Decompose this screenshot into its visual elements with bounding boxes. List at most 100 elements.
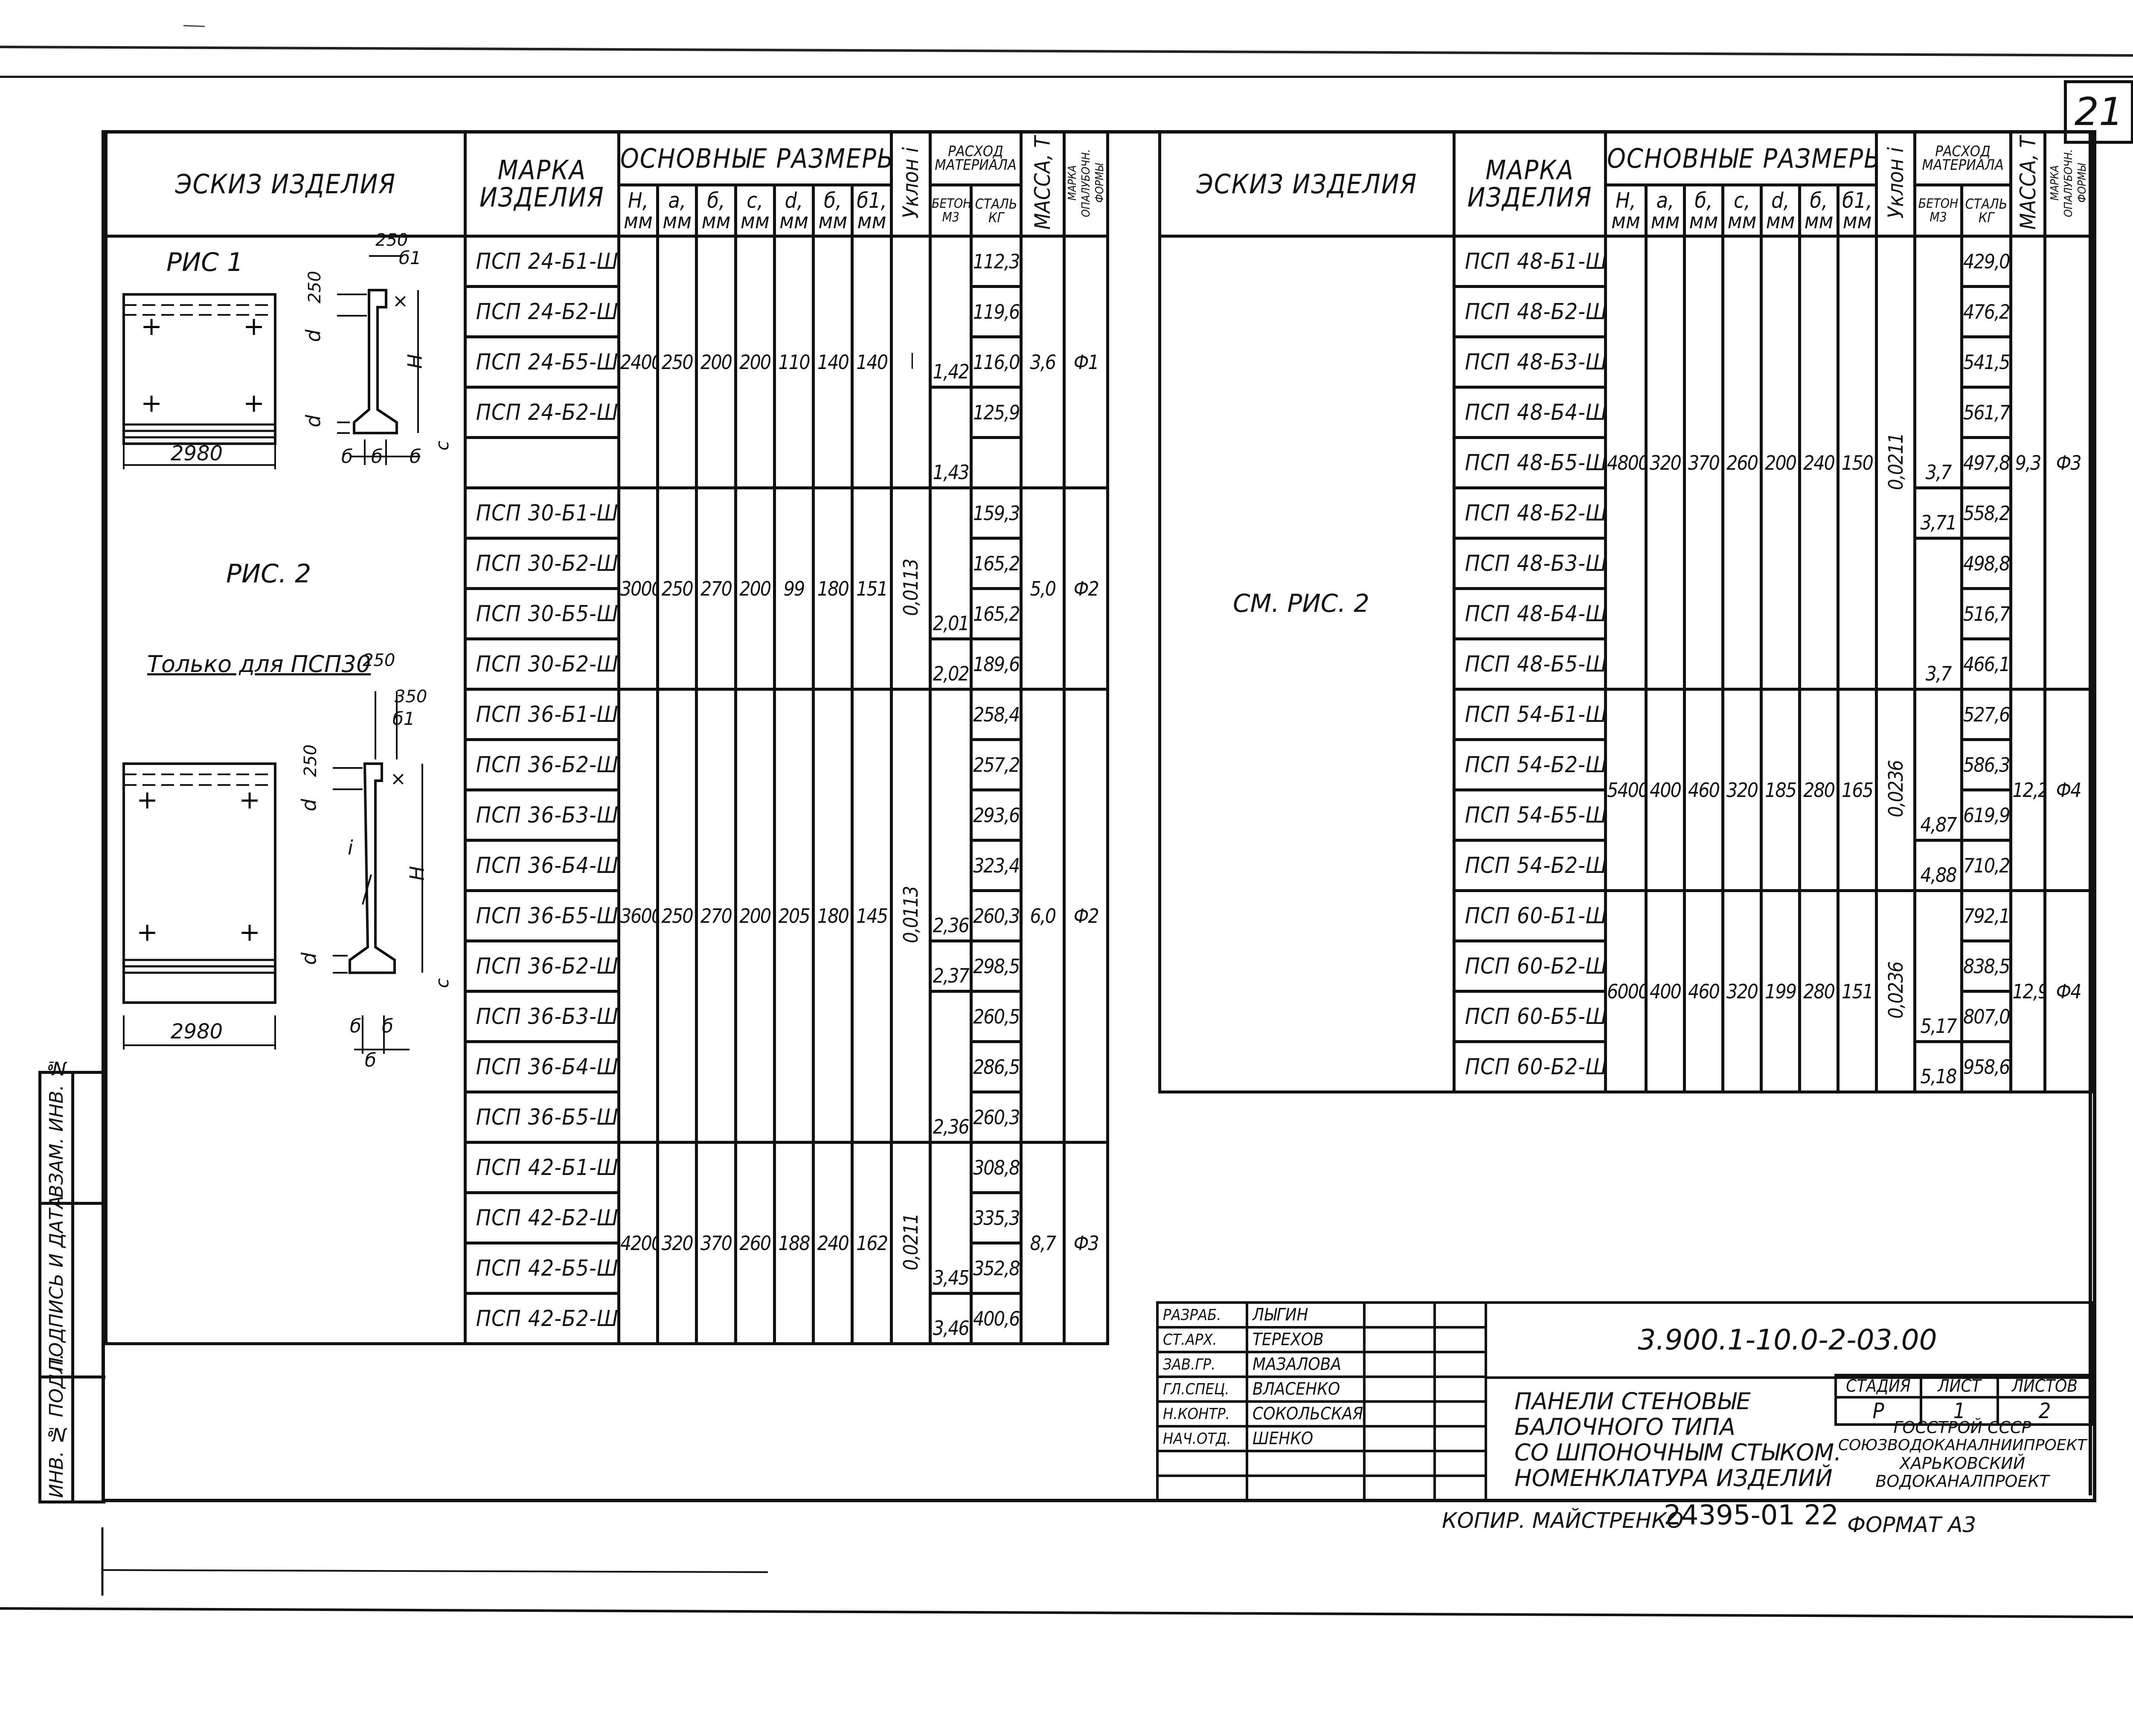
stage-value: Р	[1834, 1396, 1922, 1426]
panel-mark: ПСП 36-Б4-Ш3	[463, 1040, 620, 1093]
role-name: СОКОЛЬСКАЯ	[1246, 1400, 1366, 1428]
panel-mark: ПСП 24-Б5-Ш	[463, 335, 620, 389]
header-sketch: ЭСКИЗ ИЗДЕЛИЯ	[105, 130, 467, 238]
panel-mark: ПСП 36-Б3-Ш3	[463, 990, 620, 1043]
panel-mark: ПСП 48-Б2-Ш	[1453, 285, 1607, 338]
steel-value: 257,2	[970, 738, 1023, 791]
fig2-dim-2980: 2980	[171, 1020, 223, 1044]
svg-text:×: ×	[392, 290, 408, 312]
role-label: ЗАВ.ГР.	[1156, 1351, 1248, 1378]
dim-value-4: 99	[773, 486, 815, 691]
fig1-label: РИС 1	[166, 247, 244, 277]
only-for-note: Только для ПСП30	[147, 651, 371, 678]
role-empty-cell	[1156, 1474, 1248, 1502]
concrete-value: 5,18	[1913, 1040, 1964, 1093]
steel-value: 260,5	[970, 990, 1023, 1043]
fig1-letter-b-left: б	[341, 446, 353, 468]
fig1-dim-250: 250	[375, 230, 408, 250]
header-mark: МАРКА ИЗДЕЛИЯ	[1453, 130, 1607, 238]
page-number: 21	[2074, 90, 2124, 134]
form-mark-value: Ф2	[1063, 688, 1109, 1144]
header-concrete: БЕТОН М3	[1913, 183, 1964, 238]
doc-title-line-3: СО ШПОНОЧНЫМ СТЫКОМ.	[1514, 1439, 1842, 1466]
slope-cell: 0,0236	[1875, 889, 1917, 1093]
steel-value: 497,8	[1960, 436, 2013, 489]
header-material: РАСХОД МАТЕРИАЛА	[929, 130, 1023, 186]
concrete-value: 3,71	[1913, 486, 1964, 540]
side-stamp-divider-1	[71, 1074, 74, 1202]
steel-value: 527,6	[1960, 688, 2013, 741]
title-role-row: СТ.АРХ.ТЕРЕХОВ	[1156, 1326, 1487, 1353]
concrete-value: 4,87	[1913, 688, 1964, 842]
role-label: РАЗРАБ.	[1156, 1301, 1248, 1329]
slope-cell: —	[889, 235, 932, 489]
dim-value-0: 3000	[617, 486, 660, 691]
panel-mark: ПСП 36-Б3-Ш	[463, 788, 620, 842]
panel-mark-empty	[463, 436, 620, 489]
concrete-value: 3,45	[929, 1141, 973, 1295]
dim-value-0: 5400	[1604, 688, 1648, 892]
concrete-value: 3,7	[1913, 235, 1964, 489]
dim-value-4: 200	[1760, 235, 1801, 691]
dim-value-2: 460	[1683, 688, 1724, 892]
steel-value: 165,2	[970, 537, 1023, 590]
form-mark-value: Ф4	[2043, 889, 2094, 1093]
role-signature	[1363, 1425, 1436, 1452]
steel-value: 498,8	[1960, 537, 2013, 590]
dim-value-4: 199	[1760, 889, 1801, 1093]
role-date	[1433, 1351, 1487, 1378]
concrete-value: 2,36	[929, 990, 973, 1144]
panel-mark: ПСП 36-Б2-Ш1	[463, 939, 620, 993]
role-signature	[1363, 1301, 1436, 1329]
fig2-letter-d-bottom: d	[297, 952, 321, 965]
form-mark-value: Ф4	[2043, 688, 2094, 892]
header-dim-4: d, мм	[773, 183, 815, 238]
panel-mark: ПСП 42-Б2-Ш	[463, 1191, 620, 1245]
title-role-row: НАЧ.ОТД.ШЕНКО	[1156, 1425, 1487, 1452]
role-empty-cell	[1246, 1474, 1366, 1502]
slope-cell: 0,0211	[1875, 235, 1917, 691]
role-name: ВЛАСЕНКО	[1246, 1375, 1366, 1403]
header-material: РАСХОД МАТЕРИАЛА	[1913, 130, 2013, 186]
sketch-area	[1158, 235, 1456, 1093]
svg-text:+: +	[137, 917, 158, 947]
fig2-label: РИС. 2	[226, 559, 311, 589]
concrete-value: 2,37	[929, 939, 973, 993]
role-label: ГЛ.СПЕЦ.	[1156, 1375, 1248, 1403]
role-empty-cell	[1246, 1450, 1366, 1477]
role-empty-cell	[1363, 1474, 1436, 1502]
fig2-letter-H: H	[405, 866, 429, 881]
steel-value: 298,5	[970, 939, 1023, 993]
title-role-row-empty	[1156, 1474, 1487, 1502]
svg-text:+: +	[239, 785, 260, 815]
stage-label: СТАДИЯ	[1834, 1374, 1922, 1399]
steel-value: 293,6	[970, 788, 1023, 842]
panel-mark: ПСП 42-Б2-Ш1	[463, 1292, 620, 1345]
doc-code: 3.900.1-10.0-2-03.00	[1638, 1323, 1937, 1356]
role-signature	[1363, 1326, 1436, 1353]
dim-value-3: 200	[734, 235, 776, 489]
concrete-value: 3,46	[929, 1292, 973, 1345]
dim-value-6: 165	[1836, 688, 1878, 892]
fig1-letter-d-bottom: d	[302, 415, 325, 427]
steel-value: 807,0	[1960, 990, 2013, 1043]
steel-value: 159,3	[970, 486, 1023, 540]
panel-mark: ПСП 42-Б1-Ш	[463, 1141, 620, 1194]
role-empty-cell	[1433, 1474, 1487, 1502]
dim-value-6: 151	[1836, 889, 1878, 1093]
dim-value-5: 240	[1798, 235, 1839, 691]
svg-text:+: +	[141, 311, 162, 341]
panel-mark: ПСП 54-Б5-Ш	[1453, 788, 1607, 842]
form-mark-value: Ф3	[2043, 235, 2094, 691]
panel-mark: ПСП 60-Б2-Ш1	[1453, 1040, 1607, 1093]
panel-mark: ПСП 54-Б2-Ш1	[1453, 839, 1607, 892]
doc-code-box: 3.900.1-10.0-2-03.00	[1485, 1301, 2093, 1379]
header-slope: Уклон i	[889, 130, 932, 238]
role-date	[1433, 1375, 1487, 1403]
